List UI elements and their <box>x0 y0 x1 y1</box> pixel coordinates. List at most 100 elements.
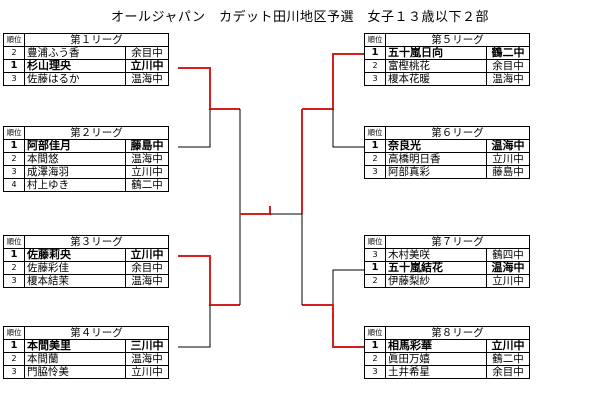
bracket-line-r7 <box>332 269 364 305</box>
rank-header: 順位 <box>3 235 25 249</box>
player-school: 鶴二中 <box>486 352 530 366</box>
player-name: 佐藤はるか <box>24 72 126 86</box>
player-school: 立川中 <box>125 248 169 262</box>
player-rank: 3 <box>3 165 25 179</box>
player-school: 鶴二中 <box>125 178 169 192</box>
player-name: 奈良光 <box>385 139 487 153</box>
player-rank: 4 <box>3 178 25 192</box>
player-rank: 3 <box>364 365 386 379</box>
player-name: 五十嵐結花 <box>385 261 487 275</box>
player-school: 立川中 <box>486 152 530 166</box>
player-school: 余目中 <box>486 365 530 379</box>
player-rank: 1 <box>364 139 386 153</box>
rank-header: 順位 <box>364 326 386 340</box>
player-name: 成澤海羽 <box>24 165 126 179</box>
player-school: 立川中 <box>125 365 169 379</box>
rank-header: 順位 <box>3 126 25 140</box>
player-name: 佐藤莉央 <box>24 248 126 262</box>
player-school: 温海中 <box>125 152 169 166</box>
player-name: 榎本結茉 <box>24 274 126 288</box>
player-rank: 3 <box>3 274 25 288</box>
player-school: 余目中 <box>125 46 169 60</box>
player-rank: 3 <box>364 165 386 179</box>
player-name: 榎本花暖 <box>385 72 487 86</box>
player-school: 温海中 <box>486 261 530 275</box>
player-school: 温海中 <box>486 72 530 86</box>
player-rank: 3 <box>3 365 25 379</box>
player-name: 相馬彩華 <box>385 339 487 353</box>
league-title: 第１リーグ <box>24 33 169 47</box>
player-rank: 2 <box>3 352 25 366</box>
bracket-line-l1 <box>178 67 240 110</box>
player-name: 五十嵐日向 <box>385 46 487 60</box>
player-rank: 1 <box>3 339 25 353</box>
player-school: 三川中 <box>125 339 169 353</box>
rank-header: 順位 <box>364 33 386 47</box>
bracket-line-l4 <box>178 305 211 348</box>
player-school: 余目中 <box>486 59 530 73</box>
player-name: 門脇怜美 <box>24 365 126 379</box>
player-name: 村上ゆき <box>24 178 126 192</box>
player-name: 佐藤彩佳 <box>24 261 126 275</box>
league-title: 第６リーグ <box>385 126 530 140</box>
league-title: 第３リーグ <box>24 235 169 249</box>
player-rank: 2 <box>3 261 25 275</box>
bracket-line-lfinal <box>240 206 271 215</box>
player-rank: 2 <box>364 352 386 366</box>
player-name: 木村美咲 <box>385 248 487 262</box>
player-rank: 2 <box>364 59 386 73</box>
player-rank: 1 <box>364 261 386 275</box>
player-name: 杉山理央 <box>24 59 126 73</box>
player-school: 温海中 <box>125 274 169 288</box>
league-title: 第４リーグ <box>24 326 169 340</box>
bracket-line-l2 <box>178 109 211 148</box>
player-name: 豊浦ふう香 <box>24 46 126 60</box>
player-name: 土井希星 <box>385 365 487 379</box>
player-name: 阿部佳月 <box>24 139 126 153</box>
player-school: 立川中 <box>125 59 169 73</box>
player-school: 立川中 <box>486 339 530 353</box>
player-name: 本間悠 <box>24 152 126 166</box>
player-rank: 1 <box>364 339 386 353</box>
player-name: 伊藤梨紗 <box>385 274 487 288</box>
player-school: 立川中 <box>486 274 530 288</box>
player-school: 鶴四中 <box>486 248 530 262</box>
bracket-line-r8 <box>302 304 364 348</box>
player-rank: 2 <box>3 152 25 166</box>
player-rank: 2 <box>364 274 386 288</box>
bracket-line-r6 <box>332 109 364 148</box>
player-school: 温海中 <box>125 352 169 366</box>
league-title: 第８リーグ <box>385 326 530 340</box>
player-name: 富樫桃花 <box>385 59 487 73</box>
league-title: 第５リーグ <box>385 33 530 47</box>
player-rank: 2 <box>364 152 386 166</box>
player-rank: 3 <box>364 248 386 262</box>
rank-header: 順位 <box>3 326 25 340</box>
